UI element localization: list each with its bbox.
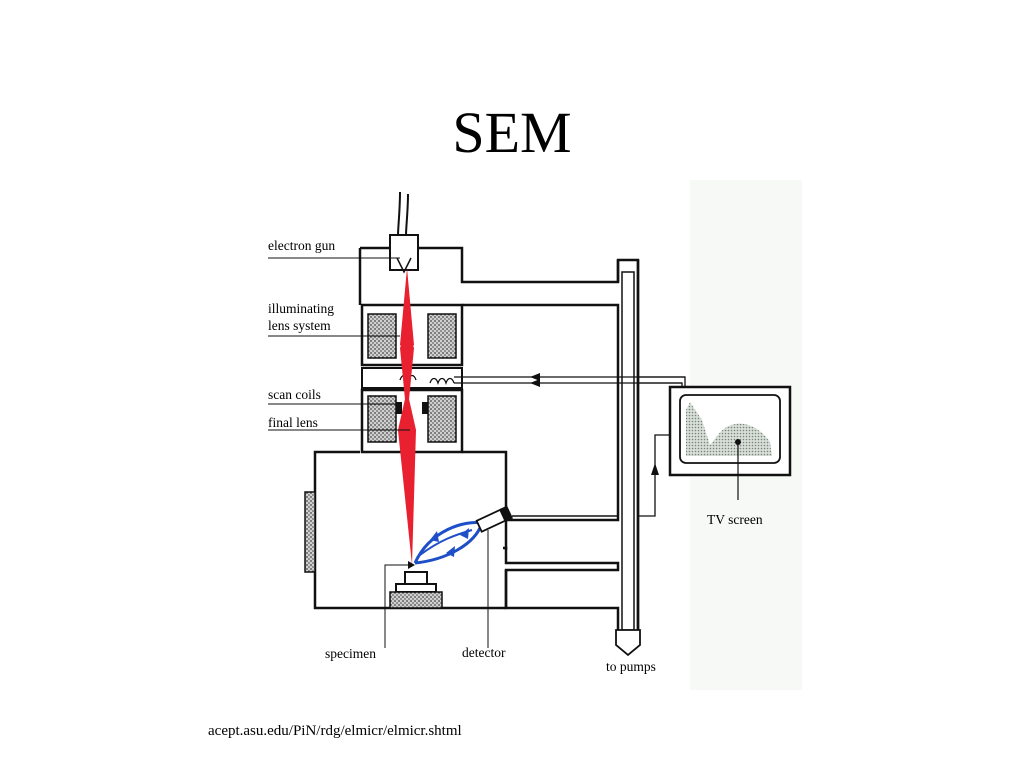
pump-arrow — [615, 629, 641, 657]
label-tv-screen: TV screen — [707, 512, 763, 527]
source-citation: acept.asu.edu/PiN/rdg/elmicr/elmicr.shtm… — [208, 723, 462, 739]
sem-diagram: electron gun illuminating lens system sc… — [250, 180, 805, 690]
gun-cable — [397, 191, 401, 236]
label-final-lens: final lens — [268, 415, 318, 430]
label-scan-coils: scan coils — [268, 387, 321, 402]
electron-beam-middle — [400, 330, 414, 420]
final-lens-right — [427, 395, 457, 443]
label-to-pumps: to pumps — [606, 659, 656, 674]
detector — [475, 505, 513, 533]
column-outline — [360, 246, 640, 647]
specimen-stage — [389, 591, 443, 609]
electron-beam-lower — [398, 390, 416, 565]
label-detector: detector — [462, 645, 506, 660]
label-illuminating-lens-2: lens system — [268, 318, 331, 333]
chamber-door — [304, 491, 316, 573]
scan-coils-housing — [361, 367, 463, 389]
label-illuminating-lens-1: illuminating — [268, 301, 334, 316]
sem-schematic — [268, 180, 802, 690]
illuminating-lens-right — [427, 313, 457, 359]
label-specimen: specimen — [325, 646, 376, 661]
tv-image — [686, 402, 772, 456]
electron-gun — [389, 234, 419, 271]
slide-title: SEM — [452, 100, 572, 165]
secondary-electrons — [413, 521, 483, 564]
leader-specimen — [384, 564, 412, 648]
scan-coils — [429, 377, 455, 386]
specimen — [404, 571, 428, 585]
label-electron-gun: electron gun — [268, 238, 336, 253]
final-lens-left — [367, 395, 397, 443]
electron-beam-upper — [400, 268, 414, 352]
